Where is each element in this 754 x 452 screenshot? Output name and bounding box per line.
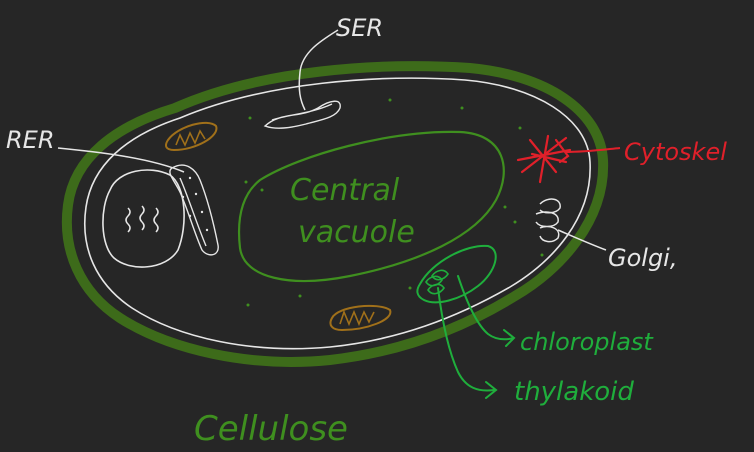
nucleus <box>102 169 185 268</box>
label-rer: RER <box>6 126 55 154</box>
mitochondrion-bottom <box>329 304 392 332</box>
chloroplast-arrow <box>457 275 516 347</box>
cell-membrane <box>84 77 591 350</box>
label-central-vacuole-line2: vacuole <box>298 215 415 250</box>
label-central-vacuole-line1: Central <box>290 173 400 208</box>
label-golgi: Golgi, <box>608 244 677 272</box>
thylakoid-arrow <box>437 287 498 399</box>
cytoskeleton-leader <box>564 147 621 153</box>
rer-ribosome-dots <box>181 176 209 232</box>
label-cellulose: Cellulose <box>194 409 348 449</box>
ser-leader <box>298 29 339 111</box>
golgi-apparatus <box>535 198 561 243</box>
smooth-er <box>263 100 341 129</box>
cell-wall <box>61 61 609 367</box>
chromatin-squiggles <box>125 205 159 233</box>
thylakoid-stack <box>425 269 449 295</box>
rough-er <box>169 164 219 256</box>
label-cytoskel: Cytoskel <box>624 138 727 166</box>
central-vacuole <box>237 130 505 283</box>
golgi-leader <box>557 229 607 251</box>
cytoplasm-dots <box>244 98 544 307</box>
chloroplast <box>416 244 497 304</box>
cytoskeleton-star <box>516 134 572 184</box>
label-thylakoid: thylakoid <box>514 377 634 407</box>
label-ser: SER <box>336 14 383 42</box>
rer-leader <box>57 147 185 173</box>
label-chloroplast: chloroplast <box>520 328 654 356</box>
mitochondrion-top <box>165 121 218 152</box>
